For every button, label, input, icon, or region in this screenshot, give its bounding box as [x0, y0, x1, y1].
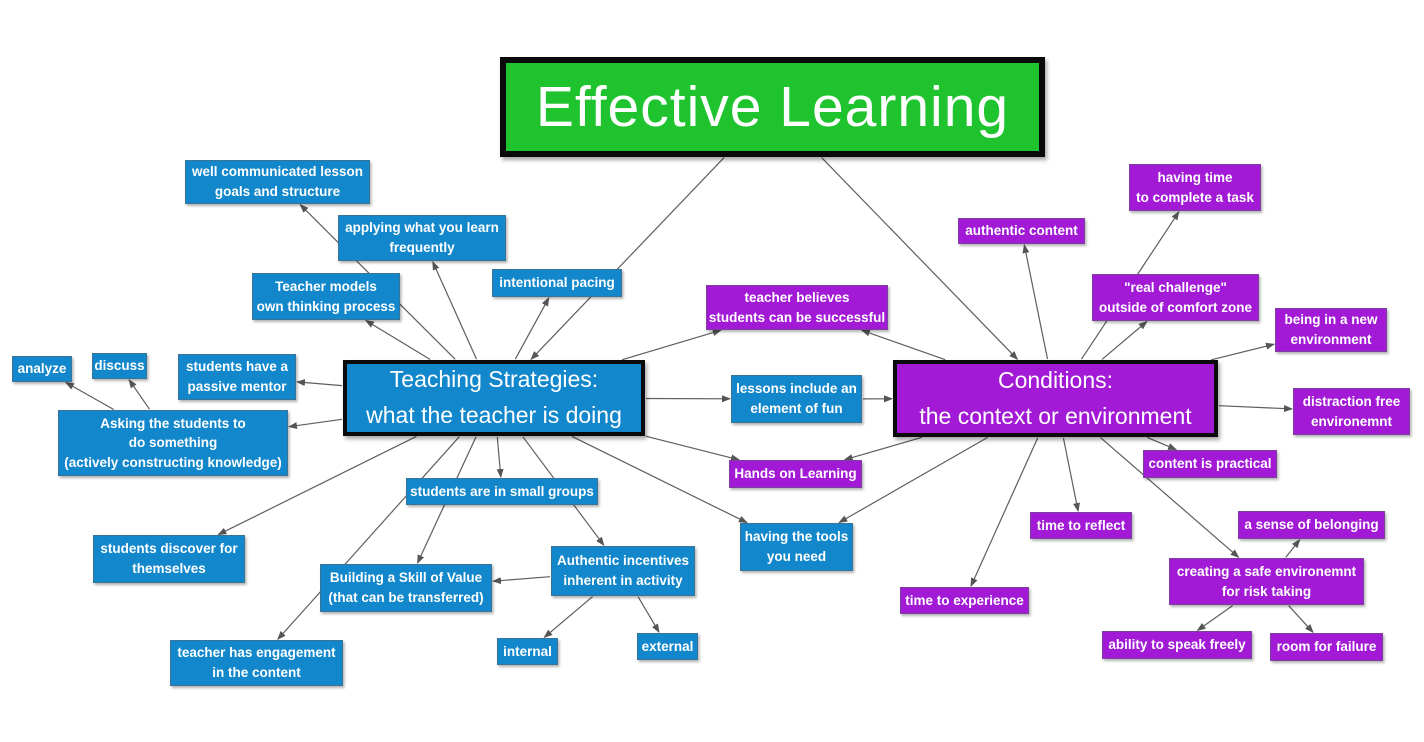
node-speakfreely[interactable]: ability to speak freely — [1102, 631, 1252, 659]
node-engagement[interactable]: teacher has engagement in the content — [170, 640, 343, 686]
node-internal[interactable]: internal — [497, 638, 558, 665]
node-root[interactable]: Effective Learning — [500, 57, 1045, 157]
node-newenv[interactable]: being in a new environment — [1275, 308, 1387, 352]
node-havingtime[interactable]: having time to complete a task — [1129, 164, 1261, 211]
edge-cond-to-reflect — [1062, 437, 1080, 512]
node-reflect[interactable]: time to reflect — [1030, 512, 1132, 539]
edge-authentic-to-external — [637, 596, 660, 633]
node-distraction[interactable]: distraction free environemnt — [1293, 388, 1410, 435]
node-passivementor[interactable]: students have a passive mentor — [178, 354, 296, 400]
edge-ts-to-tools — [571, 435, 748, 524]
edge-asking-to-analyze — [65, 381, 114, 411]
node-lessonsfun[interactable]: lessons include an element of fun — [731, 375, 862, 423]
node-handson[interactable]: Hands on Learning — [729, 460, 862, 488]
node-authentic[interactable]: Authentic incentives inherent in activit… — [551, 546, 695, 596]
node-asking[interactable]: Asking the students to do something (act… — [58, 410, 288, 476]
edge-root-to-ts — [530, 157, 725, 361]
edge-ts-to-engagement — [277, 436, 460, 641]
edge-ts-to-teacherbelieves — [622, 329, 722, 361]
node-realchallenge[interactable]: "real challenge" outside of comfort zone — [1092, 274, 1259, 321]
edge-cond-to-teacherbelieves — [860, 329, 946, 361]
node-cond[interactable]: Conditions: the context or environment — [893, 360, 1218, 437]
edge-cond-to-experience — [970, 437, 1039, 588]
node-safeenv[interactable]: creating a safe environemnt for risk tak… — [1169, 558, 1364, 605]
node-tools[interactable]: having the tools you need — [740, 523, 853, 571]
edge-ts-to-handson — [645, 435, 740, 462]
edge-cond-to-handson — [843, 436, 923, 461]
edge-ts-to-discover — [217, 435, 417, 536]
node-authcontent[interactable]: authentic content — [958, 218, 1085, 244]
node-buildingskill[interactable]: Building a Skill of Value (that can be t… — [320, 564, 492, 612]
node-teacherbelieves[interactable]: teacher believes students can be success… — [706, 285, 888, 330]
node-belonging[interactable]: a sense of belonging — [1238, 511, 1385, 539]
edge-safeenv-to-speakfreely — [1196, 605, 1233, 631]
edge-cond-to-practical — [1146, 436, 1178, 451]
node-practical[interactable]: content is practical — [1143, 450, 1277, 478]
edge-ts-to-asking — [288, 418, 343, 430]
edge-cond-to-tools — [838, 436, 988, 524]
edge-asking-to-discuss — [128, 378, 150, 410]
node-experience[interactable]: time to experience — [900, 587, 1029, 614]
edge-ts-to-passivementor — [296, 379, 343, 387]
edge-cond-to-realchallenge — [1101, 320, 1148, 360]
edge-authentic-to-internal — [543, 596, 593, 639]
node-external[interactable]: external — [637, 633, 698, 660]
node-discuss[interactable]: discuss — [92, 353, 147, 379]
node-ts[interactable]: Teaching Strategies: what the teacher is… — [343, 360, 645, 436]
edge-safeenv-to-roomfailure — [1288, 605, 1314, 634]
edge-ts-to-pacing — [514, 297, 550, 360]
node-wellcomm[interactable]: well communicated lesson goals and struc… — [185, 160, 370, 204]
edge-ts-to-smallgroups — [496, 436, 504, 478]
node-applying[interactable]: applying what you learn frequently — [338, 215, 506, 261]
edge-cond-to-safeenv — [1100, 437, 1240, 558]
edge-cond-to-newenv — [1211, 342, 1275, 361]
edge-safeenv-to-belonging — [1285, 539, 1301, 558]
node-analyze[interactable]: analyze — [12, 356, 72, 382]
node-smallgroups[interactable]: students are in small groups — [406, 478, 598, 505]
node-pacing[interactable]: intentional pacing — [492, 269, 622, 297]
edge-root-to-cond — [821, 157, 1019, 361]
edge-cond-to-authcontent — [1022, 244, 1049, 360]
edge-cond-to-distraction — [1218, 405, 1293, 413]
edge-ts-to-applying — [432, 260, 478, 360]
node-roomfailure[interactable]: room for failure — [1270, 633, 1383, 661]
node-teachermodels[interactable]: Teacher models own thinking process — [252, 273, 400, 320]
edge-authentic-to-buildingskill — [492, 576, 551, 585]
node-discover[interactable]: students discover for themselves — [93, 535, 245, 583]
edge-ts-to-teachermodels — [364, 319, 431, 361]
